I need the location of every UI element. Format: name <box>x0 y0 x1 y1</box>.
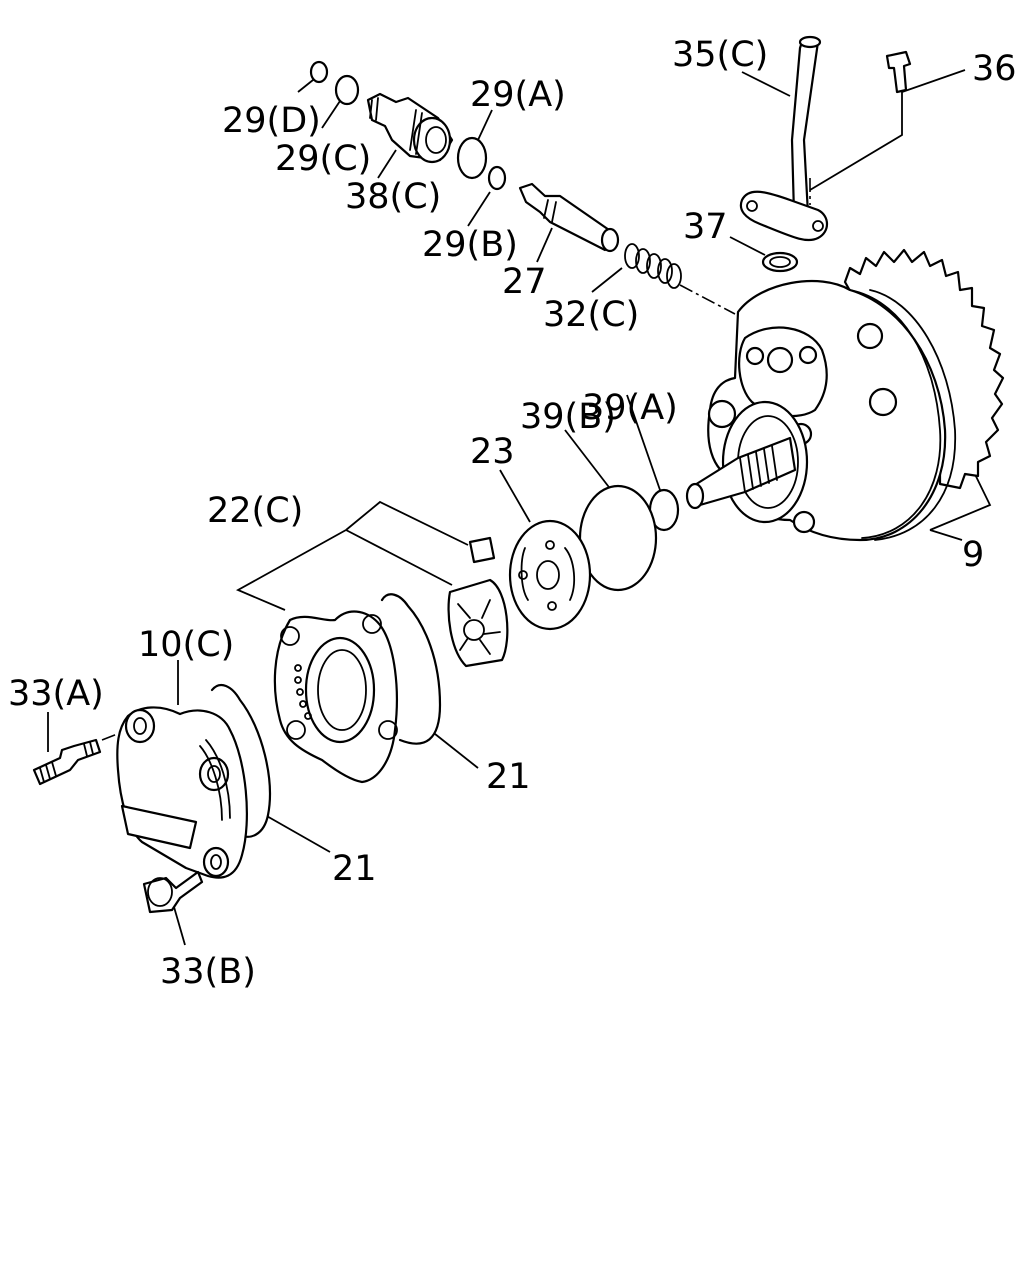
o-ring-29b <box>487 165 507 191</box>
bolt-33b <box>142 870 204 914</box>
plunger-27 <box>518 182 614 252</box>
o-ring-29c <box>334 74 360 106</box>
o-ring-29a <box>456 136 488 180</box>
label-29c: 29(C) <box>275 139 371 179</box>
rotor-group <box>447 484 680 668</box>
vane-22c <box>468 536 496 564</box>
label-33b: 33(B) <box>160 952 256 992</box>
label-35c: 35(C) <box>672 35 768 75</box>
cover-assembly <box>116 683 271 879</box>
label-36: 36 <box>972 49 1017 89</box>
label-33a: 33(A) <box>8 674 104 714</box>
rotor-23 <box>508 519 592 631</box>
label-29d: 29(D) <box>222 101 321 141</box>
gasket-37 <box>761 251 799 273</box>
label-29b: 29(B) <box>422 225 518 265</box>
label-9: 9 <box>962 535 984 575</box>
label-37: 37 <box>683 207 728 247</box>
label-27: 27 <box>502 262 547 302</box>
oil-pipe-assembly <box>739 35 912 273</box>
label-38c: 38(C) <box>345 177 441 217</box>
label-32c: 32(C) <box>543 295 639 335</box>
bolt-36 <box>885 50 912 94</box>
valve-stack <box>309 60 682 289</box>
stud-33a <box>32 738 102 786</box>
pipe-flange <box>739 190 829 242</box>
label-23: 23 <box>470 432 515 472</box>
o-ring-29d <box>309 60 329 84</box>
label-39b: 39(B) <box>520 397 616 437</box>
vacuum-pump-body <box>685 248 1005 542</box>
label-29a: 29(A) <box>470 75 566 115</box>
o-ring-39b <box>578 484 658 592</box>
label-21-upper: 21 <box>486 757 531 797</box>
housing-plate <box>273 593 442 784</box>
rotor-block <box>447 578 509 668</box>
label-21-lower: 21 <box>332 849 377 889</box>
fasteners <box>32 738 204 914</box>
label-10c: 10(C) <box>138 625 234 665</box>
callout-labels: 29(D) 29(C) 38(C) 29(A) 29(B) 27 32(C) 3… <box>8 35 1017 992</box>
label-39a: 39(A) <box>582 388 678 428</box>
label-22c: 22(C) <box>207 491 303 531</box>
spring-32c <box>624 243 682 289</box>
